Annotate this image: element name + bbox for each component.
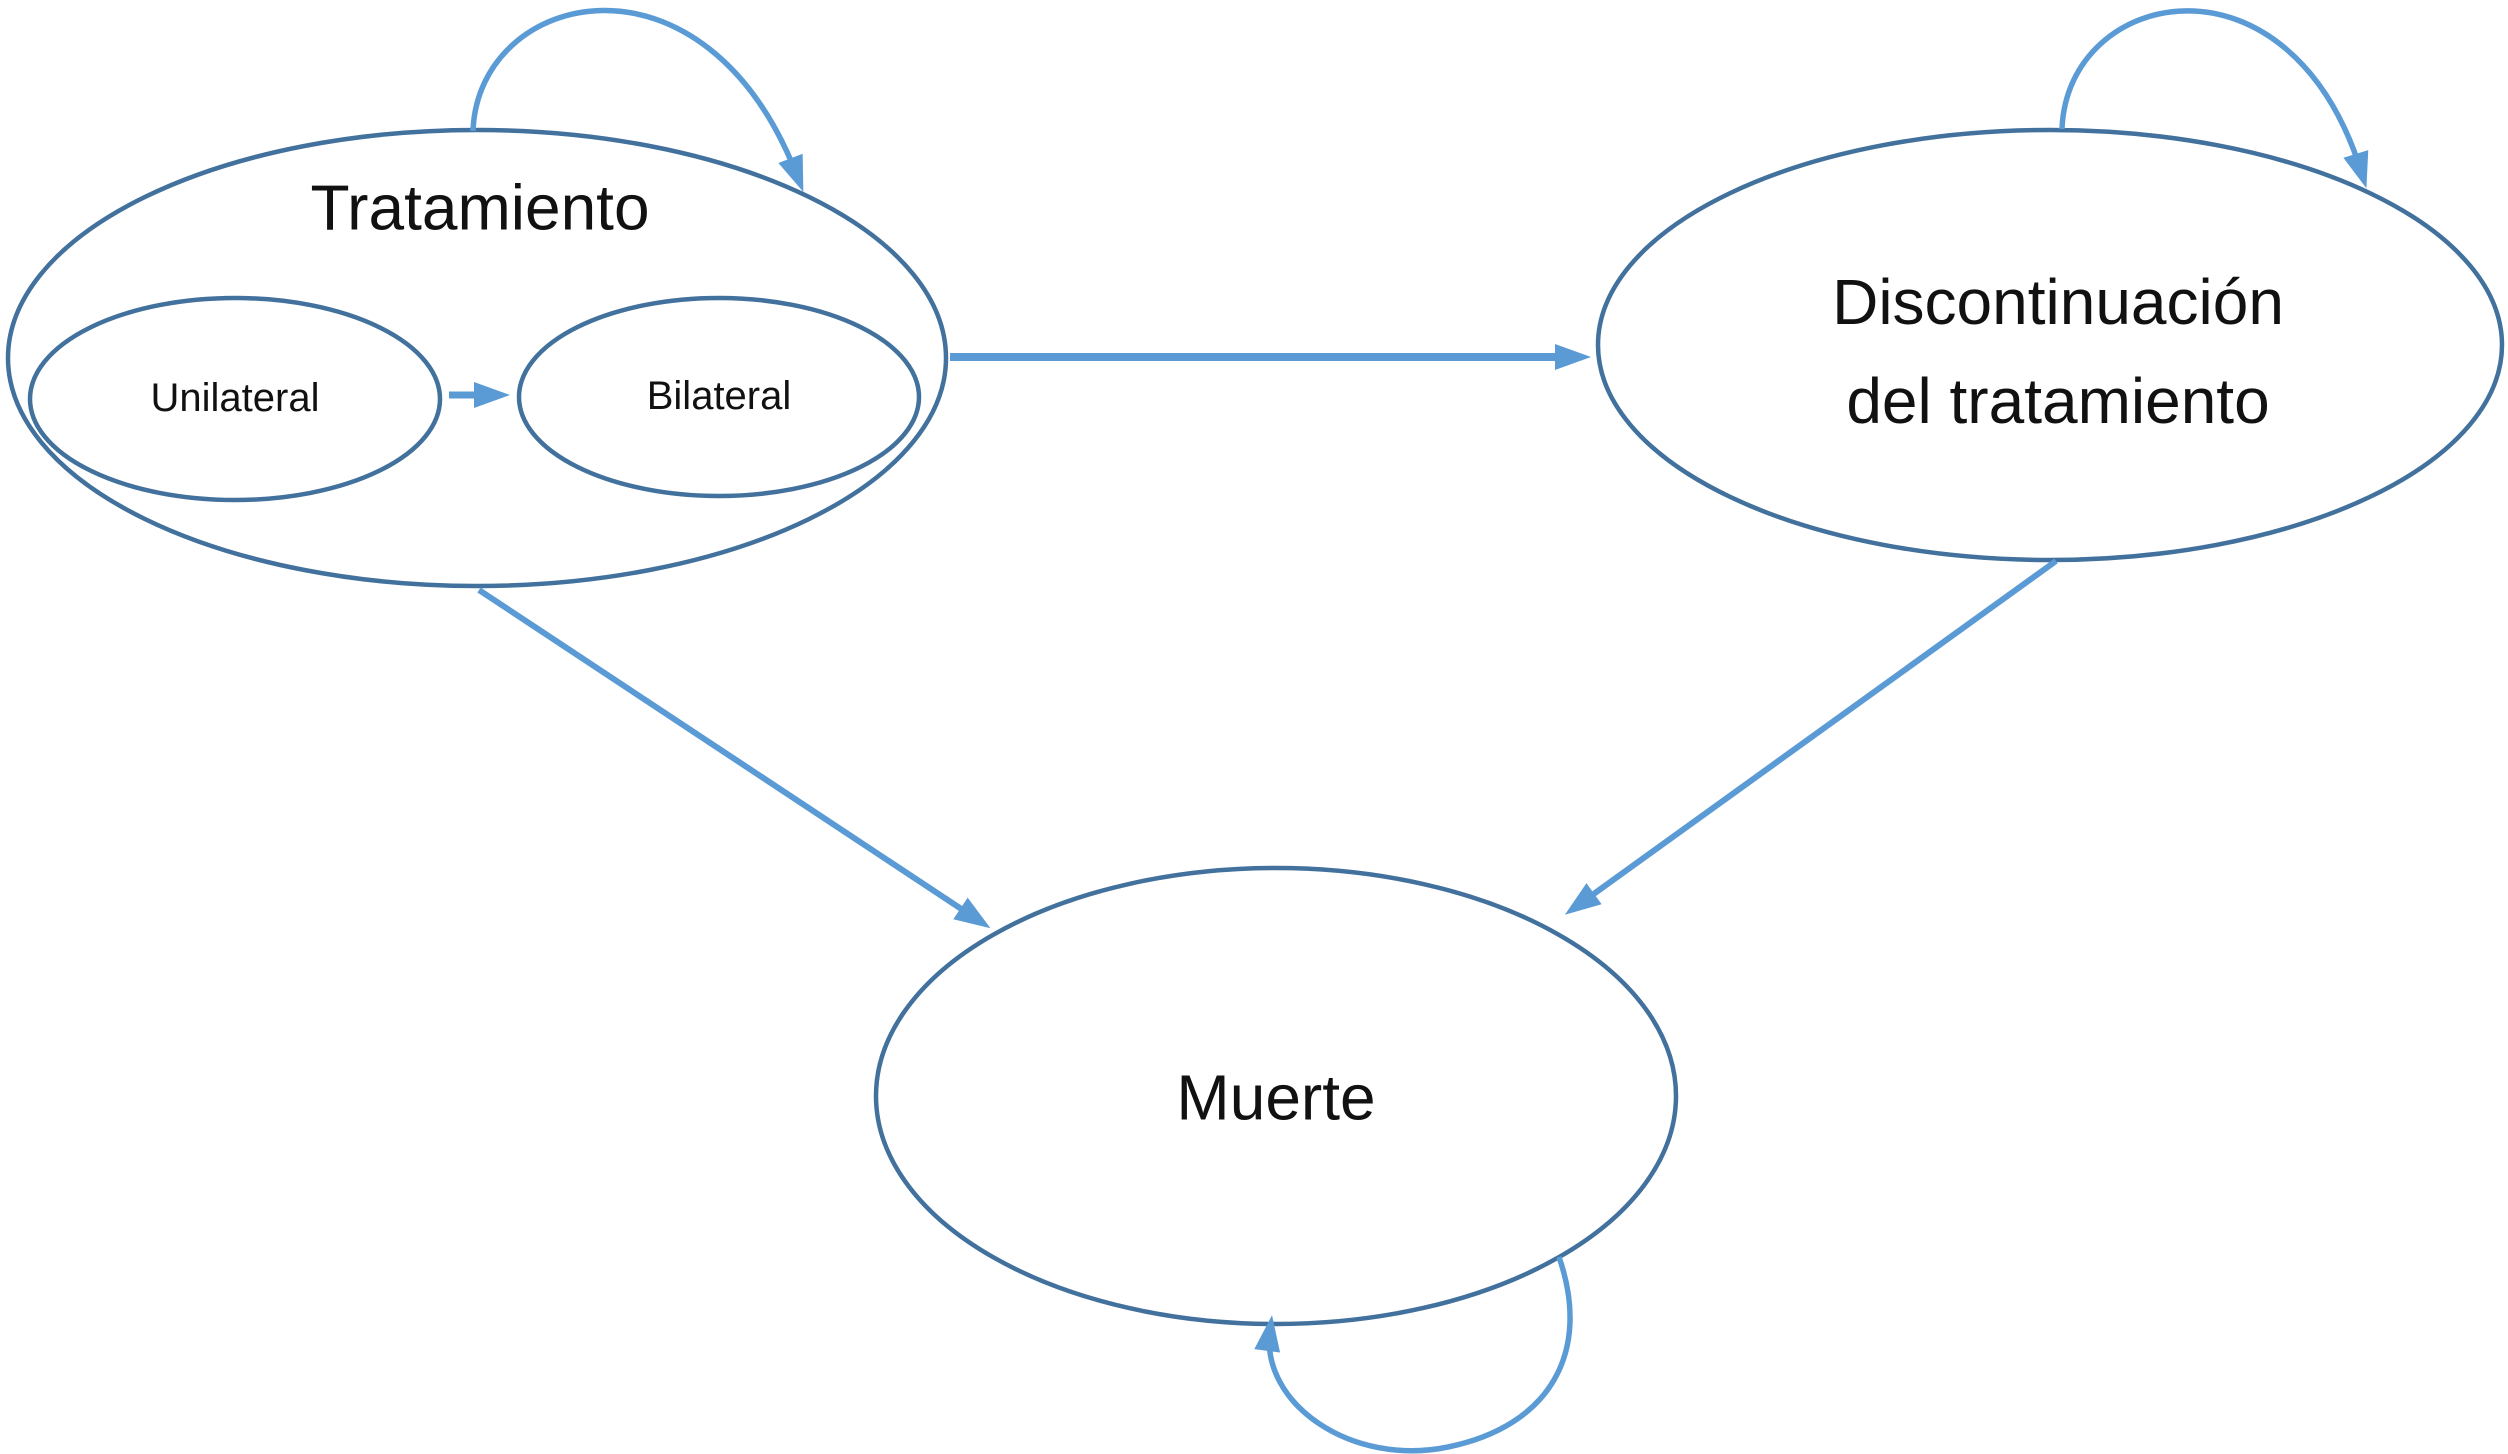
arrow-discontinuacion-to-muerte — [1564, 558, 2058, 915]
muerte-label: Muerte — [1176, 1061, 1376, 1134]
arrow-tratamiento-to-muerte — [477, 587, 991, 929]
self-loop-discontinuacion-arrow — [2059, 8, 2369, 189]
bilateral-label: Bilateral — [646, 374, 792, 418]
bilateral-ellipse — [516, 295, 922, 499]
discontinuacion-ellipse — [1595, 127, 2505, 563]
unilateral-ellipse — [27, 295, 443, 503]
discontinuacion-label: Discontinuación del tratamiento — [1832, 265, 2284, 437]
self-loop-tratamiento-arrow — [470, 7, 804, 193]
self-loop-muerte-arrow — [1254, 1256, 1573, 1454]
tratamiento-label: Tratamiento — [310, 171, 650, 244]
unilateral-label: Unilateral — [150, 376, 320, 420]
